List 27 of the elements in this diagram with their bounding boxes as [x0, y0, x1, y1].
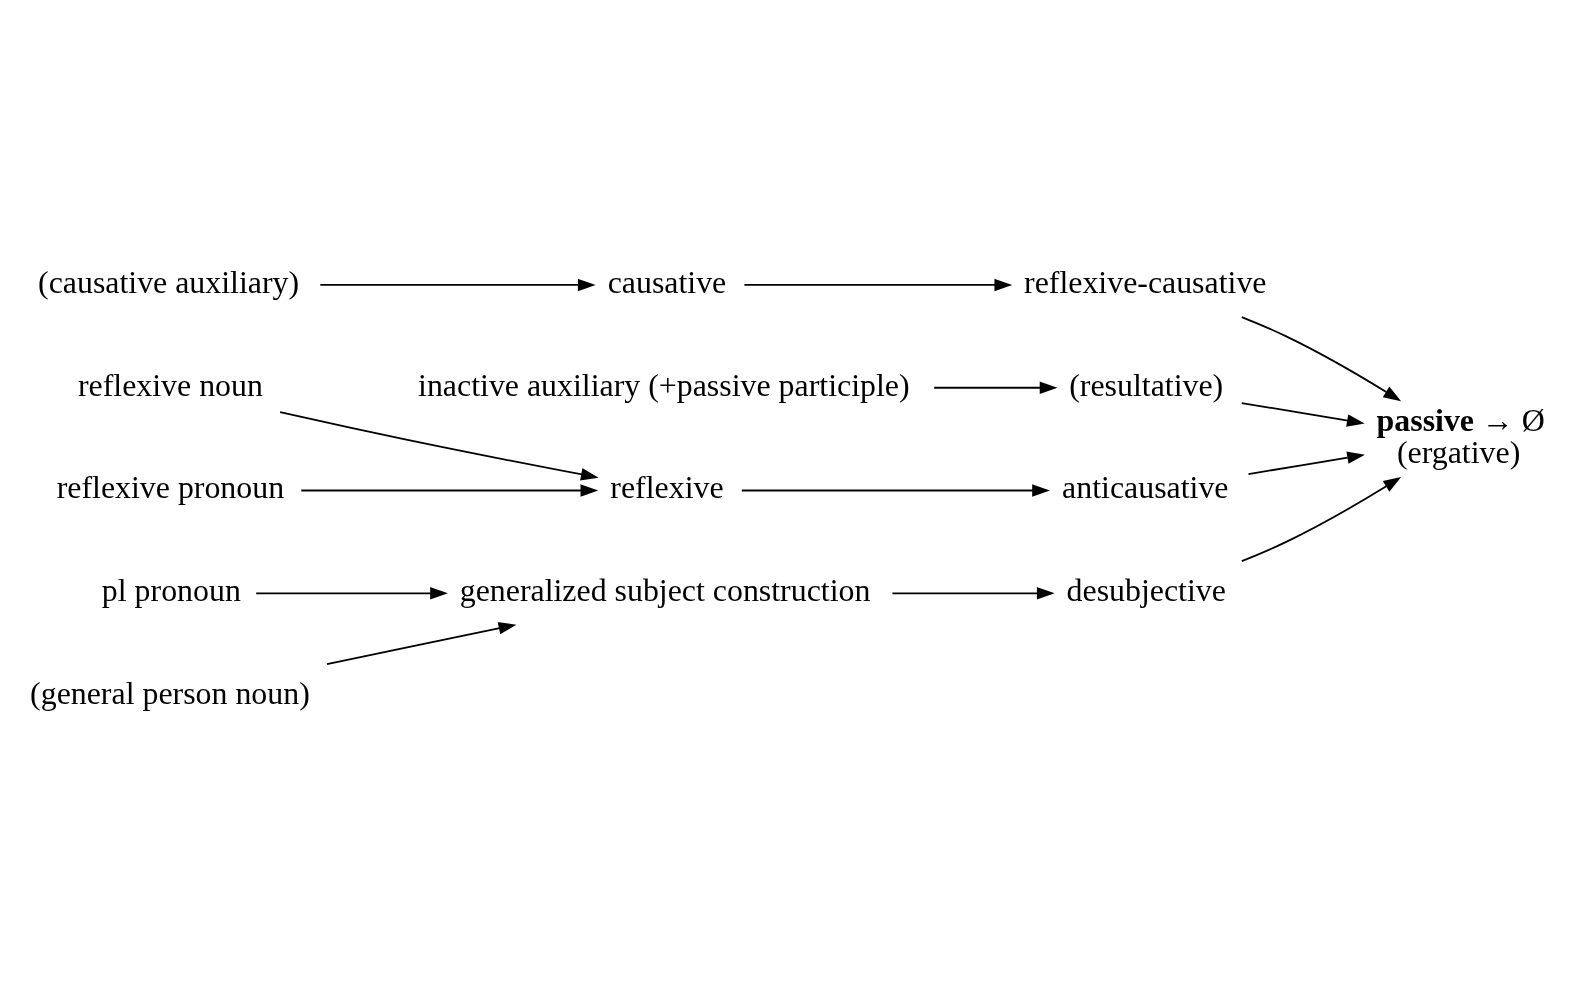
arrow [300, 484, 599, 497]
node-text: (causative auxiliary) [38, 264, 300, 300]
node-text: passive → Ø (ergative) [1376, 402, 1545, 470]
arrow [319, 278, 596, 292]
arrow [326, 622, 517, 665]
arrow [255, 587, 448, 600]
arrow [891, 587, 1055, 600]
node-text: causative [607, 264, 727, 300]
node-text: reflexive [610, 470, 724, 506]
node-text: inactive auxiliary (+passive participle) [418, 367, 910, 403]
node-text: anticausative [1062, 470, 1229, 506]
arrow [933, 381, 1058, 394]
arrow [1240, 316, 1402, 402]
arrow [1240, 477, 1402, 563]
arrow [740, 484, 1050, 497]
arrow [1240, 402, 1365, 427]
node-text: pl pronoun [101, 573, 241, 609]
node-text: (general person noun) [30, 675, 310, 711]
node-text: reflexive-causative [1024, 264, 1267, 300]
node-text: (resultative) [1069, 367, 1224, 403]
node-text: desubjective [1066, 573, 1226, 609]
arrow [743, 278, 1013, 292]
arrow [279, 411, 599, 481]
node-text: reflexive noun [77, 367, 263, 403]
arrow [1247, 451, 1365, 475]
node-text: generalized subject construction [459, 573, 871, 609]
node-text: reflexive pronoun [56, 470, 285, 506]
